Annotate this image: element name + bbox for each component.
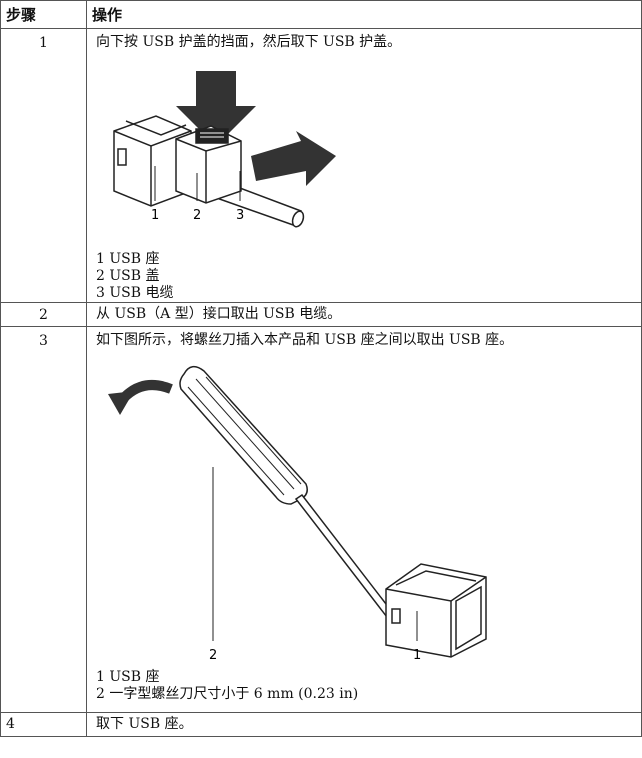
figure-legend: 1 USB 座 2 USB 盖 3 USB 电缆	[96, 251, 641, 302]
usb-seat-part	[385, 563, 487, 658]
step-content-cell: 如下图所示，将螺丝刀插入本产品和 USB 座之间以取出 USB 座。	[86, 326, 642, 713]
step-number: 3	[39, 333, 48, 349]
legend-item: 2 一字型螺丝刀尺寸小于 6 mm (0.23 in)	[96, 686, 359, 702]
step-number-cell: 4	[0, 712, 87, 737]
step-number: 1	[39, 35, 48, 51]
screwdriver-removal-figure: 2 1	[108, 365, 487, 663]
legend-item: 2 USB 盖	[96, 268, 160, 284]
legend-item: 3 USB 电缆	[96, 285, 174, 301]
screwdriver-part	[179, 365, 398, 623]
usb-cover-removal-figure: 1 2 3	[113, 71, 336, 228]
legend-item: 1 USB 座	[96, 251, 160, 267]
table-header-row: 步骤 操作	[0, 0, 642, 29]
table-row: 1 向下按 USB 护盖的挡面，然后取下 USB 护盖。	[0, 28, 642, 303]
header-step: 步骤	[0, 0, 87, 29]
table-row: 2 从 USB（A 型）接口取出 USB 电缆。	[0, 302, 642, 327]
step-content-cell: 取下 USB 座。	[86, 712, 642, 737]
legend-item: 1 USB 座	[96, 669, 160, 685]
step-number-cell: 1	[0, 28, 87, 303]
step-instruction: 向下按 USB 护盖的挡面，然后取下 USB 护盖。	[96, 34, 402, 50]
step-number-cell: 2	[0, 302, 87, 327]
callout-label: 1	[151, 208, 159, 223]
figure-legend: 1 USB 座 2 一字型螺丝刀尺寸小于 6 mm (0.23 in)	[96, 669, 641, 703]
callout-label: 3	[236, 208, 244, 223]
step-content-cell: 从 USB（A 型）接口取出 USB 电缆。	[86, 302, 642, 327]
step-number: 4	[6, 716, 15, 732]
pull-out-arrow-icon	[251, 131, 336, 186]
table-row: 4 取下 USB 座。	[0, 712, 642, 737]
step-number: 2	[39, 307, 48, 323]
procedure-table: 步骤 操作 1 向下按 USB 护盖的挡面，然后取下 USB 护盖。	[0, 0, 642, 737]
step-instruction: 从 USB（A 型）接口取出 USB 电缆。	[96, 306, 342, 322]
usb-cover-part	[175, 125, 242, 204]
callout-label: 1	[413, 648, 421, 663]
table-row: 3 如下图所示，将螺丝刀插入本产品和 USB 座之间以取出 USB 座。	[0, 326, 642, 713]
step-instruction: 取下 USB 座。	[96, 716, 193, 732]
step-instruction: 如下图所示，将螺丝刀插入本产品和 USB 座之间以取出 USB 座。	[96, 332, 514, 348]
header-action: 操作	[86, 0, 642, 29]
callout-label: 2	[193, 208, 201, 223]
press-down-arrow-icon	[176, 71, 256, 146]
step-content-cell: 向下按 USB 护盖的挡面，然后取下 USB 护盖。	[86, 28, 642, 303]
step-number-cell: 3	[0, 326, 87, 713]
rotate-arrow-icon	[108, 380, 173, 415]
callout-label: 2	[209, 648, 217, 663]
